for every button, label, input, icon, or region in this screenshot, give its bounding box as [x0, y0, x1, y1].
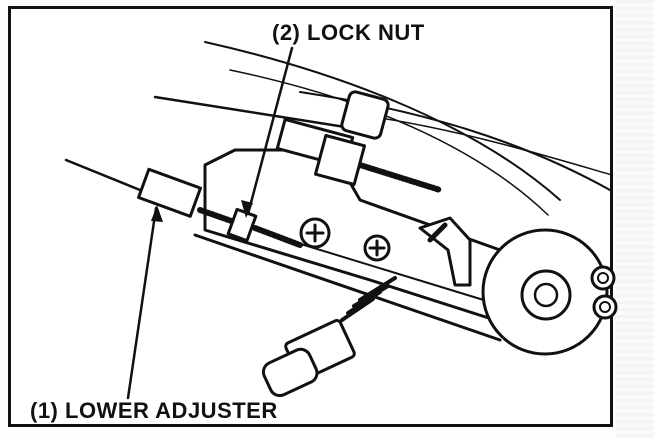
- case-arc-outer: [204, 41, 561, 201]
- cable-clamp: [340, 90, 390, 140]
- scan-edge: [616, 0, 654, 439]
- arrowhead-lower-adjuster: [151, 205, 163, 222]
- lower-adjuster-label: (1) LOWER ADJUSTER: [30, 398, 278, 423]
- release-cam-outer: [481, 228, 609, 356]
- plate-lower-edge: [193, 233, 502, 342]
- case-arc-4: [379, 117, 613, 176]
- cam-ring-2: [592, 294, 618, 320]
- case-arc-3: [299, 91, 611, 191]
- upper-holder: [314, 134, 366, 186]
- lower-cable-left: [64, 158, 142, 192]
- upper-cable: [153, 95, 347, 129]
- leader-lower-adjuster: [126, 206, 158, 400]
- upper-thread: [357, 162, 443, 193]
- release-cam-hole: [533, 282, 559, 308]
- leader-lock-nut: [246, 46, 294, 216]
- lower-stem-cap: [261, 347, 319, 398]
- lever-screw: [427, 222, 448, 243]
- arrowhead-lock-nut: [241, 200, 253, 218]
- lower-thread-right: [252, 225, 303, 248]
- release-cam-hub: [520, 269, 572, 321]
- cam-ring-1: [590, 265, 616, 291]
- case-arc-inner: [229, 69, 549, 216]
- lower-adjuster-body: [137, 167, 203, 218]
- spring-coil: [340, 276, 397, 322]
- lock-nut-label: (2) LOCK NUT: [272, 20, 425, 45]
